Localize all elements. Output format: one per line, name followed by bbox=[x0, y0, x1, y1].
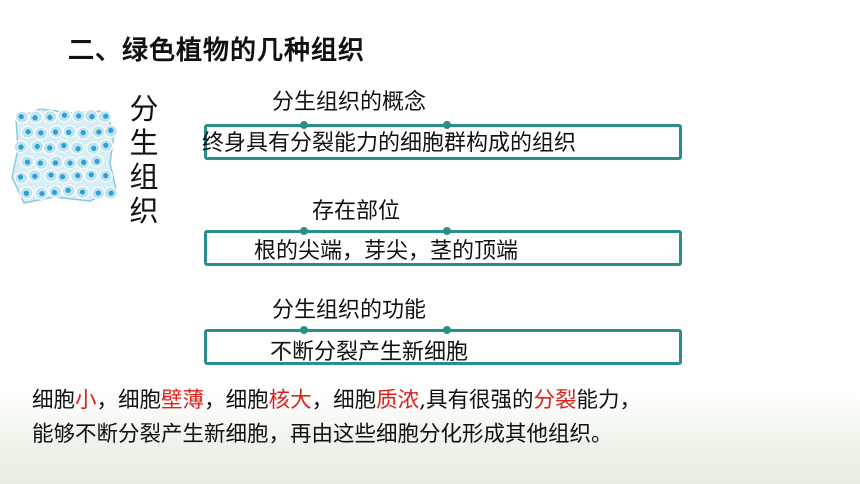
connector-dot bbox=[443, 227, 451, 235]
summary-highlight: 壁薄 bbox=[161, 388, 205, 413]
cell-nucleus bbox=[59, 174, 66, 180]
section-box-location bbox=[204, 227, 682, 266]
cell-nucleus bbox=[52, 160, 59, 166]
cell-nucleus bbox=[67, 160, 73, 166]
cell-nucleus bbox=[18, 144, 24, 150]
cell-nucleus bbox=[61, 112, 68, 118]
connector-dot bbox=[443, 121, 451, 129]
cell-nucleus bbox=[32, 173, 38, 179]
vertical-char: 生 bbox=[129, 126, 159, 160]
cell-nucleus bbox=[96, 129, 102, 135]
summary-text: 细胞小，细胞壁薄，细胞核大，细胞质浓,具有很强的分裂能力， 能够不断分裂产生新细… bbox=[32, 384, 641, 452]
summary-seg: ，细胞 bbox=[204, 388, 269, 413]
cell-nucleus bbox=[65, 187, 71, 193]
connector-dot bbox=[300, 326, 308, 334]
cell-nucleus bbox=[79, 189, 86, 195]
cell-nucleus bbox=[38, 130, 44, 136]
cell-nucleus bbox=[18, 114, 24, 120]
cell-nucleus bbox=[89, 113, 95, 120]
cell-nucleus bbox=[103, 173, 109, 179]
summary-highlight: 质浓 bbox=[376, 388, 420, 413]
section-heading-function: 分生组织的功能 bbox=[272, 298, 427, 323]
section-box-function bbox=[204, 326, 682, 365]
cell-nucleus bbox=[61, 142, 67, 149]
vertical-char: 分 bbox=[129, 92, 159, 126]
cell-nucleus bbox=[108, 190, 114, 196]
vertical-char: 组 bbox=[129, 160, 159, 194]
summary-highlight: 分裂 bbox=[533, 388, 577, 413]
cell-nucleus bbox=[75, 146, 81, 152]
cell-nucleus bbox=[25, 129, 31, 135]
summary-highlight: 小 bbox=[75, 388, 97, 413]
section-heading-concept: 分生组织的概念 bbox=[272, 90, 427, 115]
cell-nucleus bbox=[23, 190, 30, 196]
cell-nucleus bbox=[32, 115, 38, 121]
cell-nucleus bbox=[94, 158, 100, 164]
cell-nucleus bbox=[24, 159, 31, 165]
cell-nucleus bbox=[88, 172, 94, 178]
connector-dot bbox=[300, 121, 308, 129]
cell-nucleus bbox=[76, 113, 82, 119]
cell-nucleus bbox=[39, 190, 45, 197]
cell-nucleus bbox=[48, 172, 54, 178]
meristem-cells-illustration bbox=[11, 108, 118, 204]
summary-line-2: 能够不断分裂产生新细胞，再由这些细胞分化形成其他组织。 bbox=[32, 422, 613, 447]
summary-seg: ，细胞 bbox=[96, 388, 162, 413]
cell-nucleus bbox=[80, 130, 86, 136]
section-heading-location: 存在部位 bbox=[312, 199, 401, 224]
cell-nucleus bbox=[51, 189, 58, 195]
section-content-concept: 终身具有分裂能力的细胞群构成的组织 bbox=[202, 131, 577, 156]
cell-nucleus bbox=[66, 129, 72, 136]
summary-seg: ,具有很强的 bbox=[419, 388, 534, 413]
cell-nucleus bbox=[47, 114, 53, 120]
cell-nucleus bbox=[47, 145, 53, 151]
cell-nucleus bbox=[103, 142, 109, 148]
bottom-decor-band bbox=[0, 394, 860, 484]
cell-nucleus bbox=[95, 190, 101, 196]
cell-nucleus bbox=[17, 174, 24, 180]
cell-nucleus bbox=[103, 113, 109, 119]
connector-dot bbox=[300, 227, 308, 235]
summary-highlight: 核大 bbox=[268, 388, 312, 413]
section-box-concept bbox=[204, 121, 682, 160]
summary-line-1: 细胞小，细胞壁薄，细胞核大，细胞质浓,具有很强的分裂能力， bbox=[32, 384, 641, 418]
cell-nucleus bbox=[108, 127, 114, 133]
vertical-label-meristem: 分 生 组 织 bbox=[126, 92, 162, 228]
cell-nucleus bbox=[75, 173, 81, 179]
cell-nucleus bbox=[37, 160, 43, 166]
summary-seg: 能力， bbox=[576, 388, 641, 413]
summary-seg: 细胞 bbox=[32, 388, 76, 413]
cell-nucleus bbox=[91, 145, 97, 151]
slide-title: 二、绿色植物的几种组织 bbox=[68, 36, 366, 66]
cell-nucleus bbox=[52, 129, 59, 135]
cell-grid bbox=[13, 109, 118, 200]
summary-seg: ，细胞 bbox=[311, 388, 377, 413]
section-content-location: 根的尖端，芽尖，茎的顶端 bbox=[254, 239, 519, 264]
cell-nucleus bbox=[34, 143, 40, 150]
section-content-function: 不断分裂产生新细胞 bbox=[270, 340, 469, 365]
vertical-char: 织 bbox=[129, 194, 159, 228]
connector-dot bbox=[443, 326, 451, 334]
cell-nucleus bbox=[81, 159, 87, 166]
